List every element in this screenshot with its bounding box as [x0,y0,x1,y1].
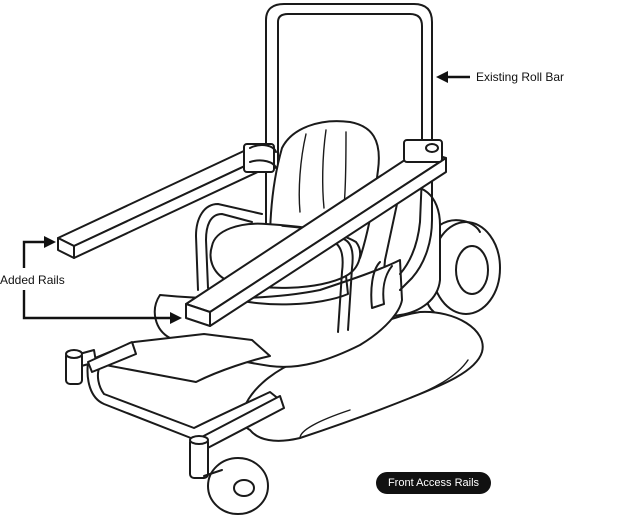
roll-bar-label: Existing Roll Bar [476,70,565,84]
added-rails-label: Added Rails [0,273,65,287]
added-rails-bracket-arrow [22,236,182,324]
right-added-rail [185,139,447,327]
roll-bar-arrow [436,71,470,83]
front-access-rails-badge: Front Access Rails [376,472,491,494]
left-rail-clamp [243,143,277,173]
front-frame [65,333,285,479]
left-added-rail [57,149,263,259]
front-caster-wheel [203,457,269,515]
